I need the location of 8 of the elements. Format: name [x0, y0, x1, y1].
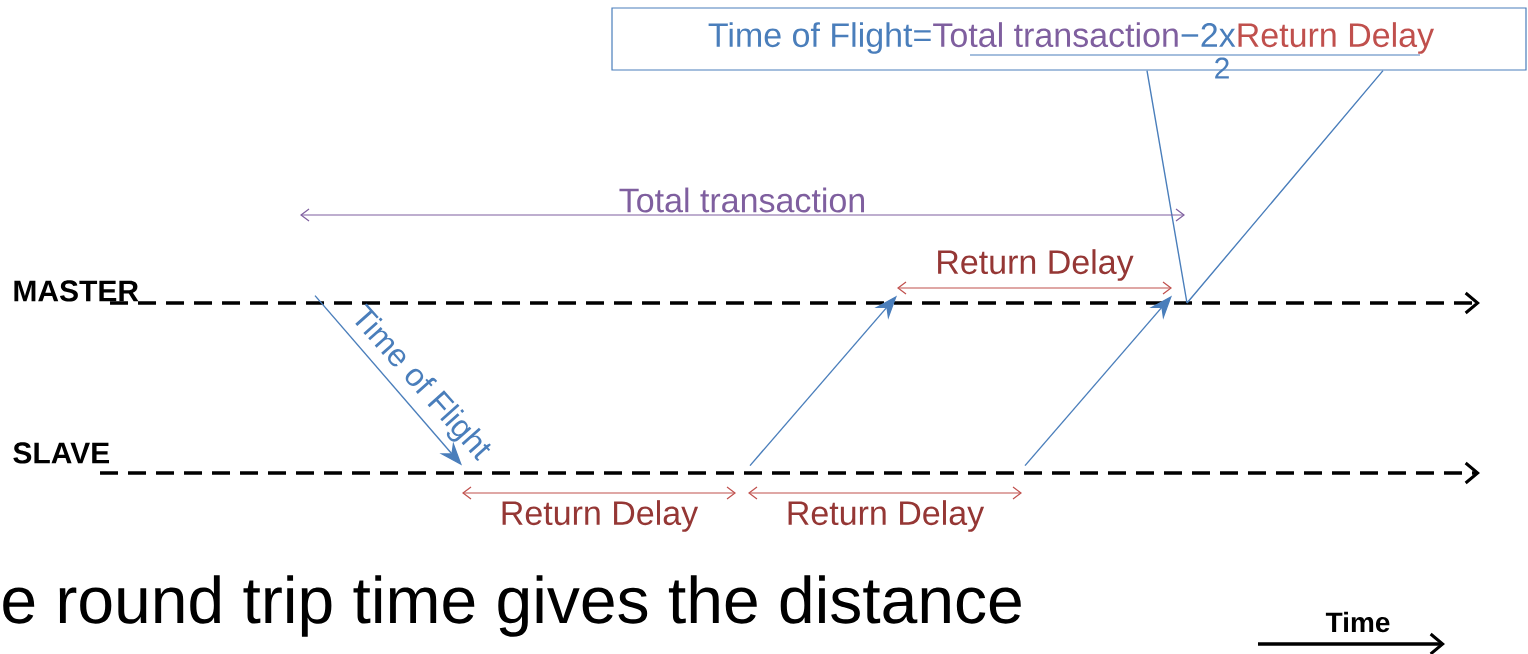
- timeline-label: SLAVE: [13, 442, 110, 464]
- callout-box: Time of Flight=Total transaction−2xReturn Delay 2: [611, 7, 1527, 79]
- timeline-label: MASTER: [14, 280, 139, 302]
- callout-pointer: [1146, 69, 1384, 304]
- caption-text: e round trip time gives the distance: [3, 575, 1021, 637]
- dimension-label: Return Delay: [938, 249, 1134, 281]
- dimension-label: Total transaction: [619, 187, 864, 213]
- axis-label: Time: [1325, 611, 1390, 633]
